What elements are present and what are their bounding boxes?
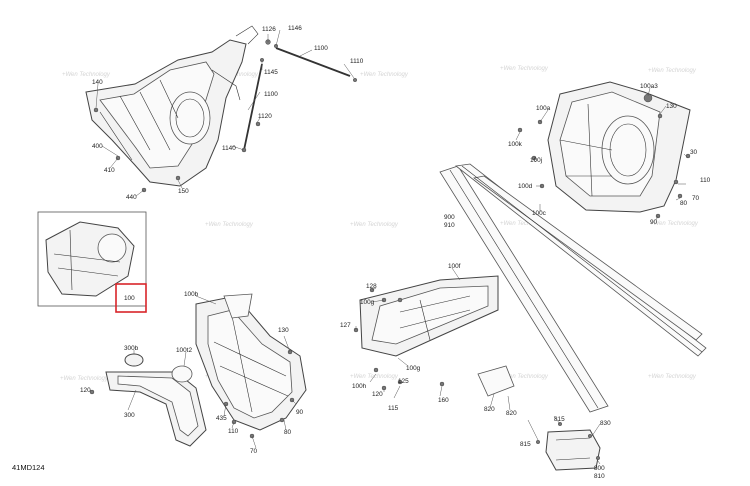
callout-30: 30 bbox=[690, 149, 698, 156]
floor-plate-assembly bbox=[353, 275, 515, 397]
lower-chassis-assembly bbox=[89, 293, 307, 447]
callout-435: 435 bbox=[216, 415, 227, 422]
rear-frame-assembly bbox=[85, 25, 358, 193]
callout-815: 815 bbox=[554, 416, 565, 423]
callout-1100: 1100 bbox=[264, 91, 278, 98]
callout-125: 125 bbox=[398, 378, 409, 385]
callout-300b: 300b bbox=[124, 345, 139, 352]
callout-100f: 100f bbox=[448, 263, 461, 270]
watermark: +Wen Technology bbox=[500, 66, 549, 72]
watermark: +Wen Technology bbox=[500, 374, 549, 380]
callout-70: 70 bbox=[692, 195, 700, 202]
callout-830: 830 bbox=[600, 420, 611, 427]
callout-100g-lower: 100g bbox=[406, 365, 421, 372]
long-tubes bbox=[439, 163, 707, 413]
callout-100d: 100d bbox=[518, 183, 533, 190]
callout-910: 910 bbox=[444, 222, 455, 229]
callout-1100: 1100 bbox=[314, 45, 328, 52]
watermark: +Wen Technology bbox=[650, 221, 699, 227]
callout-1110: 1110 bbox=[350, 58, 364, 65]
callout-80-lower: 80 bbox=[284, 429, 292, 436]
front-cage-assembly bbox=[517, 81, 691, 219]
callout-1140: 1140 bbox=[222, 145, 236, 152]
callout-100-inset: 100 bbox=[124, 295, 135, 302]
callout-127: 127 bbox=[340, 322, 351, 329]
callout-400: 400 bbox=[92, 143, 103, 150]
reference-code: 41MD124 bbox=[12, 463, 45, 472]
callout-100a3: 100a3 bbox=[640, 83, 658, 90]
watermark: +Wen Technology bbox=[350, 222, 399, 228]
inset-panel bbox=[37, 211, 147, 313]
callout-90: 90 bbox=[650, 219, 658, 226]
callout-160: 160 bbox=[438, 397, 449, 404]
callout-100h: 100h bbox=[352, 383, 367, 390]
watermark: +Wen Technology bbox=[350, 374, 399, 380]
callout-80: 80 bbox=[680, 200, 688, 207]
callout-800: 800 bbox=[594, 465, 605, 472]
callout-120: 120 bbox=[372, 391, 383, 398]
highlight-box bbox=[115, 283, 147, 313]
leader-lines bbox=[95, 29, 689, 465]
callout-120-lower: 120 bbox=[80, 387, 91, 394]
bottom-right-bracket bbox=[536, 422, 601, 471]
callout-300: 300 bbox=[124, 412, 135, 419]
callout-100t2: 100t2 bbox=[176, 347, 192, 354]
callout-128: 128 bbox=[366, 283, 377, 290]
watermark: +Wen Technology bbox=[360, 72, 409, 78]
callout-140: 140 bbox=[92, 79, 103, 86]
callout-1120: 1120 bbox=[258, 113, 272, 120]
callout-900: 900 bbox=[444, 214, 455, 221]
callout-410: 410 bbox=[104, 167, 115, 174]
callout-130: 130 bbox=[666, 103, 677, 110]
watermark: +Wen Technology bbox=[500, 221, 549, 227]
callout-810: 810 bbox=[594, 473, 605, 480]
callout-100k: 100k bbox=[508, 141, 523, 148]
callout-100b: 100b bbox=[184, 291, 199, 298]
watermark: +Wen Technology bbox=[648, 68, 697, 74]
callout-115: 115 bbox=[388, 405, 399, 412]
callout-820-b: 820 bbox=[506, 410, 517, 417]
watermark: +Wen Technology bbox=[648, 374, 697, 380]
callout-1146: 1146 bbox=[288, 25, 302, 32]
callout-90-lower: 90 bbox=[296, 409, 304, 416]
watermark: +Wen Technology bbox=[60, 376, 109, 382]
callout-100j: 100j bbox=[530, 157, 542, 164]
watermark: +Wen Technology bbox=[62, 72, 111, 78]
callout-100g: 100g bbox=[360, 299, 375, 306]
callout-150: 150 bbox=[178, 188, 189, 195]
callout-labels: 1126 1146 1100 1110 1145 1100 1120 1140 … bbox=[80, 25, 711, 480]
callout-820: 820 bbox=[484, 406, 495, 413]
callout-110-lower: 110 bbox=[228, 428, 239, 435]
callout-1145: 1145 bbox=[264, 69, 278, 76]
callout-130-lower: 130 bbox=[278, 327, 289, 334]
callout-440: 440 bbox=[126, 194, 137, 201]
callout-1126: 1126 bbox=[262, 26, 276, 33]
callout-100c: 100c bbox=[532, 210, 547, 217]
callout-815-b: 815 bbox=[520, 441, 531, 448]
callout-70-lower: 70 bbox=[250, 448, 258, 455]
callout-100a: 100a bbox=[536, 105, 551, 112]
watermark: +Wen Technology bbox=[205, 222, 254, 228]
callout-110: 110 bbox=[700, 177, 711, 184]
